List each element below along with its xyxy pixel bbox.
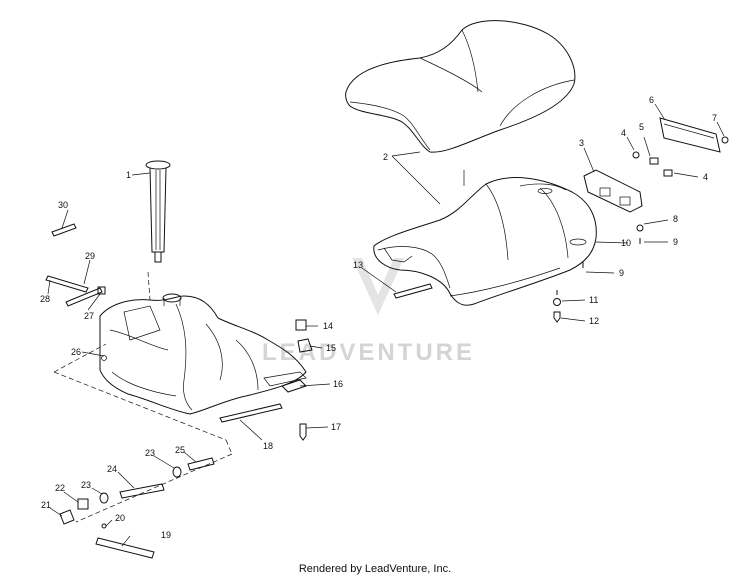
callout-28: 28 [40,294,50,304]
tank-straps [45,223,106,307]
right-hardware [553,136,729,323]
callout-2: 2 [383,152,388,162]
callout-23a: 23 [81,480,91,490]
callout-4a: 4 [621,128,626,138]
callout-27: 27 [84,311,94,321]
callout-22: 22 [55,483,65,493]
seat-cushion [345,20,576,153]
fuel-tank [99,293,307,415]
callout-14: 14 [323,321,333,331]
callout-18: 18 [263,441,273,451]
callout-26: 26 [71,347,81,357]
callout-5: 5 [639,122,644,132]
callout-4b: 4 [703,172,708,182]
callout-labels: 1 2 3 4 4 5 6 7 8 9 9 10 11 12 13 14 15 … [40,95,717,540]
seat-latch-bracket [583,169,643,213]
callout-12: 12 [589,316,599,326]
callout-19: 19 [161,530,171,540]
callout-29: 29 [85,251,95,261]
callout-13: 13 [353,260,363,270]
fuel-lines [59,457,215,559]
assembly-lines [53,271,233,523]
callout-8: 8 [673,214,678,224]
callout-24: 24 [107,464,117,474]
callout-9b: 9 [619,268,624,278]
callout-20: 20 [115,513,125,523]
callout-9a: 9 [673,237,678,247]
callout-15: 15 [326,343,336,353]
callout-3: 3 [579,138,584,148]
callout-1: 1 [126,170,131,180]
fuel-sender [145,160,171,263]
seat-base [373,177,597,306]
seat-pad [659,117,721,153]
leadventure-watermark: LEADVENTURE [262,258,475,366]
callout-30: 30 [58,200,68,210]
callout-7: 7 [712,113,717,123]
tank-hardware [219,319,313,441]
callout-17: 17 [331,422,341,432]
callout-21: 21 [41,500,51,510]
callout-23b: 23 [145,448,155,458]
seat-strap [393,283,433,299]
callout-25: 25 [175,445,185,455]
rendered-by-footer: Rendered by LeadVenture, Inc. [298,563,452,575]
callout-10: 10 [621,238,631,248]
callout-11: 11 [589,295,598,305]
watermark-text: LEADVENTURE [262,339,475,366]
leader-lines [47,103,725,547]
callout-16: 16 [333,379,343,389]
callout-6: 6 [649,95,654,105]
